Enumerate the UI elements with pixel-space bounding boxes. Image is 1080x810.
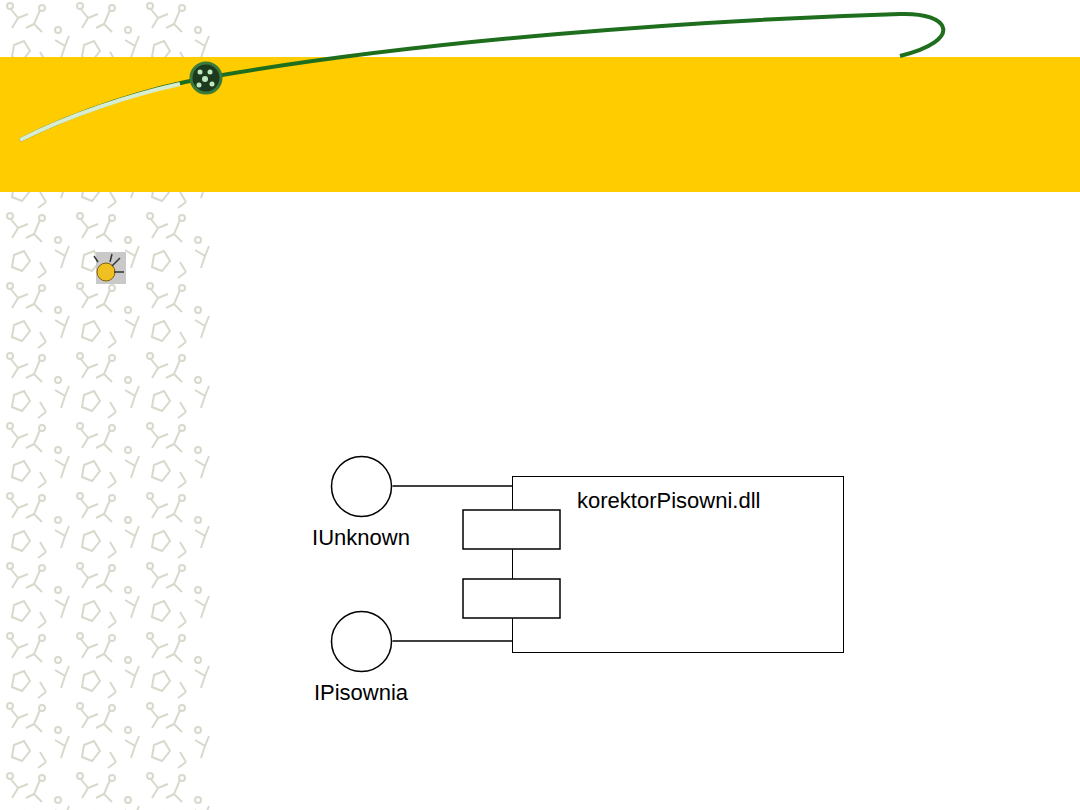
interface-circle: [330, 455, 393, 518]
interface-name: IUnknown: [307, 525, 415, 551]
interface-lollipop: IUnknown: [307, 455, 415, 551]
interface-connector: [393, 641, 513, 642]
interface-circle: [330, 610, 393, 673]
interface-connector: [393, 486, 513, 487]
interface-lollipop: IPisownia: [309, 610, 413, 706]
component-box: korektorPisowni.dll: [512, 476, 844, 653]
component-name: korektorPisowni.dll: [577, 488, 760, 514]
interface-name: IPisownia: [309, 680, 413, 706]
